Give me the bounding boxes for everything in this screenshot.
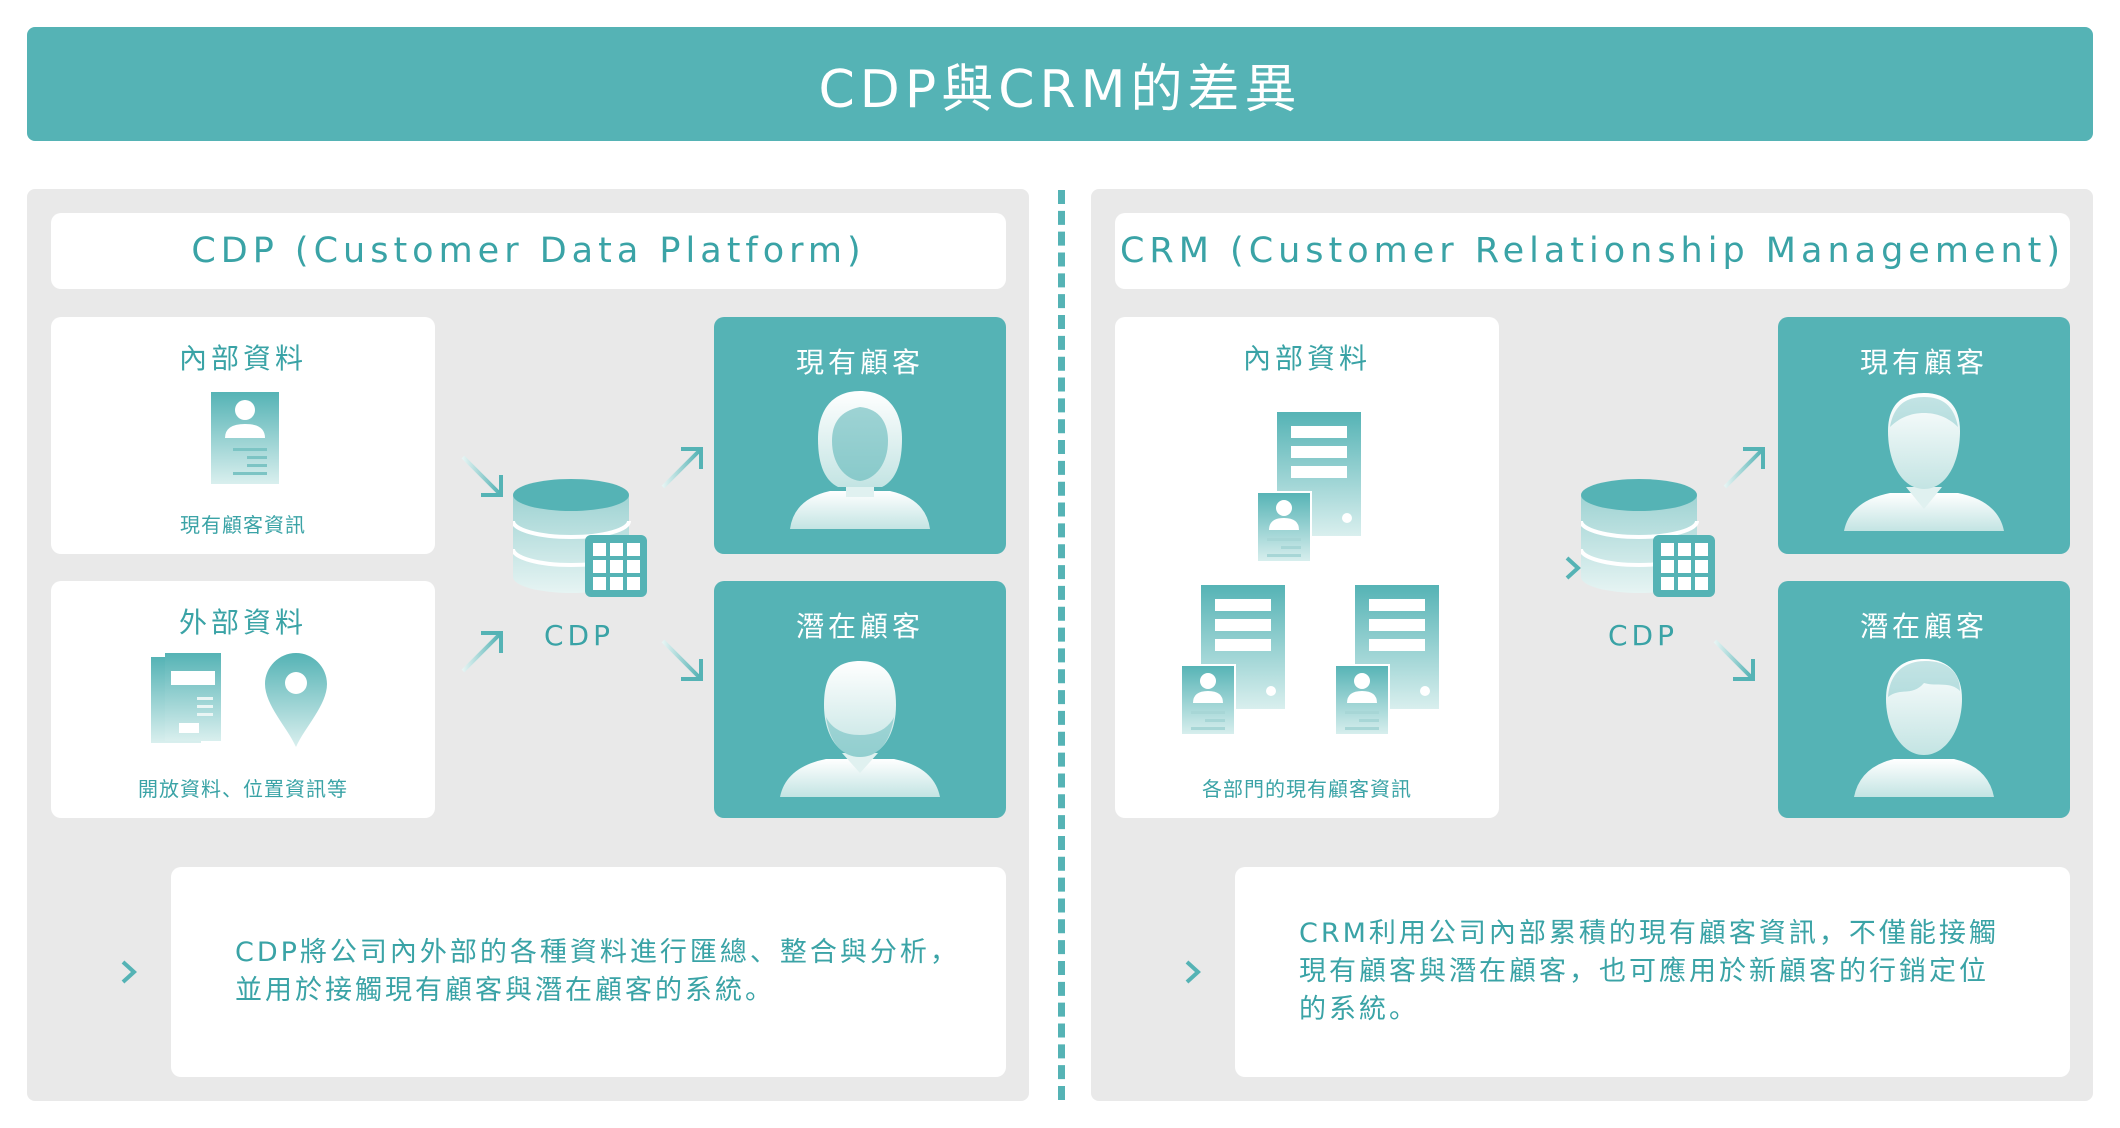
location-pin-icon <box>265 653 327 747</box>
crm-database-icon <box>1581 479 1715 597</box>
arrow-down-right-icon <box>461 455 503 497</box>
crm-header: CRM (Customer Relationship Management) <box>1115 213 2070 289</box>
title-banner: CDP與CRM的差異 <box>27 27 2093 141</box>
cdp-database-icon <box>513 479 647 597</box>
cdp-potential-customer-card: 潛在顧客 <box>714 581 1006 818</box>
arrow-down-right-icon <box>661 639 703 681</box>
crm-existing-customer-title: 現有顧客 <box>1859 346 1988 379</box>
crm-description-line: 現有顧客與潛在顧客，也可應用於新顧客的行銷定位 <box>1299 956 1989 987</box>
cdp-header: CDP (Customer Data Platform) <box>51 213 1006 289</box>
arrow-up-right-icon <box>661 447 703 489</box>
server-with-profile-icon <box>1335 585 1439 735</box>
cdp-internal-data-title: 內部資料 <box>178 342 307 375</box>
cdp-existing-customer-title: 現有顧客 <box>795 346 924 379</box>
cdp-description-line: 並用於接觸現有顧客與潛在顧客的系統。 <box>235 975 775 1006</box>
man-avatar-icon <box>1844 393 2004 531</box>
crm-description-line: 的系統。 <box>1299 994 1419 1025</box>
cdp-potential-customer-title: 潛在顧客 <box>795 610 924 643</box>
customer-profile-document-icon <box>211 392 279 484</box>
cdp-internal-data-card: 內部資料 現有顧客資訊 <box>51 317 435 554</box>
crm-description-card: CRM利用公司內部累積的現有顧客資訊，不僅能接觸 現有顧客與潛在顧客，也可應用於… <box>1235 867 2070 1077</box>
crm-internal-data-card: 內部資料 <box>1115 317 1499 818</box>
arrow-down-right-icon <box>1713 639 1755 681</box>
crm-database-label: CDP <box>1608 619 1678 652</box>
bearded-man-avatar-icon <box>780 661 940 797</box>
cdp-external-data-caption: 開放資料、位置資訊等 <box>138 777 348 801</box>
documents-icon <box>151 653 221 743</box>
server-with-profile-icon <box>1181 585 1285 735</box>
cdp-internal-data-caption: 現有顧客資訊 <box>180 513 306 537</box>
young-man-avatar-icon <box>1854 659 1994 797</box>
crm-internal-data-title: 內部資料 <box>1242 342 1371 375</box>
crm-internal-data-caption: 各部門的現有顧客資訊 <box>1202 777 1412 801</box>
crm-existing-customer-card: 現有顧客 <box>1778 317 2070 554</box>
server-with-profile-icon <box>1257 412 1361 562</box>
cdp-existing-customer-card: 現有顧客 <box>714 317 1006 554</box>
woman-avatar-icon <box>790 391 930 529</box>
page-title: CDP與CRM的差異 <box>818 59 1302 120</box>
cdp-description-card: CDP將公司內外部的各種資料進行匯總、整合與分析， 並用於接觸現有顧客與潛在顧客… <box>171 867 1006 1077</box>
description-arrow-icon <box>73 960 137 984</box>
crm-description-line: CRM利用公司內部累積的現有顧客資訊，不僅能接觸 <box>1299 918 1999 949</box>
cdp-header-text: CDP (Customer Data Platform) <box>191 231 866 271</box>
crm-header-text: CRM (Customer Relationship Management) <box>1119 231 2066 271</box>
panel-divider <box>1058 190 1065 1100</box>
cdp-external-data-title: 外部資料 <box>178 606 307 639</box>
cdp-external-data-card: 外部資料 開放資料、位置資訊等 <box>51 581 435 818</box>
crm-panel: CRM (Customer Relationship Management) 內… <box>1091 189 2093 1101</box>
description-arrow-icon <box>1137 960 1201 984</box>
arrow-up-right-icon <box>461 631 503 673</box>
crm-potential-customer-card: 潛在顧客 <box>1778 581 2070 818</box>
arrow-right-icon <box>1523 556 1581 580</box>
arrow-up-right-icon <box>1723 447 1765 489</box>
crm-potential-customer-title: 潛在顧客 <box>1859 610 1988 643</box>
cdp-database-label: CDP <box>544 619 614 652</box>
cdp-description-line: CDP將公司內外部的各種資料進行匯總、整合與分析， <box>235 937 960 968</box>
cdp-panel: CDP (Customer Data Platform) 內部資料 現有顧客資訊… <box>27 189 1029 1101</box>
